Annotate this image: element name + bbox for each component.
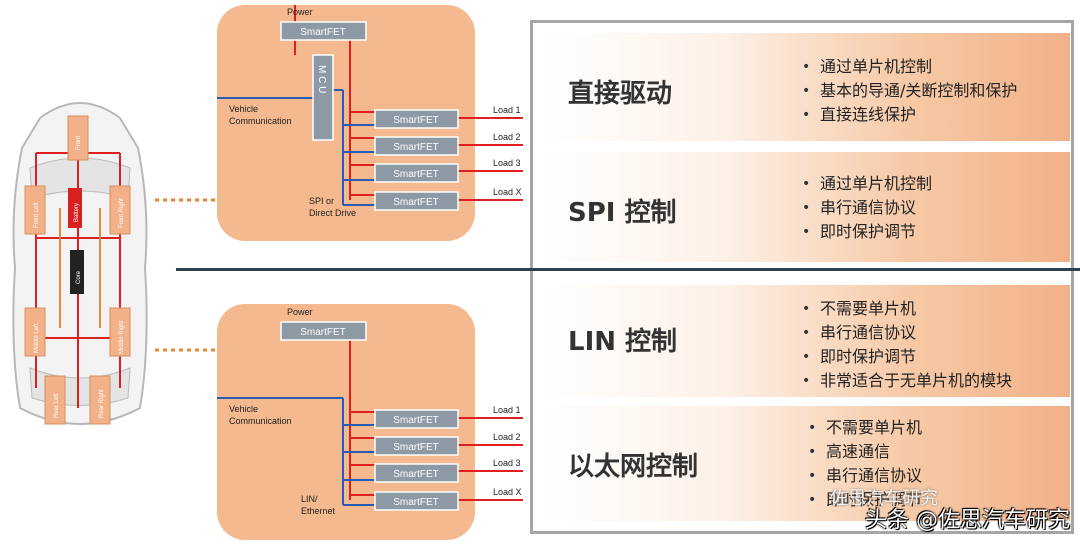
spi-label: SPI or [309,196,334,206]
bullet-item: 即时保护调节 [802,345,1012,369]
top-smartfet-2-label: SmartFET [393,142,439,153]
bottom-smartfet-4-label: SmartFET [393,497,439,508]
panel-title-ethernet: 以太网控制 [568,452,699,482]
bottom-vehicle-label: Vehicle [229,404,258,414]
bullet-item: 通过单片机控制 [802,172,932,196]
middle-right-label: Middle Right [119,320,125,354]
top-smartfet-4 [374,191,459,211]
bottom-communication-label: Communication [229,416,292,426]
panel-bullets-direct-drive: 通过单片机控制 基本的导通/关断控制和保护 直接连线保护 [802,55,1017,127]
top-vehicle-label: Vehicle [229,104,258,114]
bullet-item: 非常适合于无单片机的模块 [802,369,1012,393]
top-load-2: Load 2 [493,132,521,142]
bottom-load-1: Load 1 [493,405,521,415]
front-left-module [24,185,46,235]
bottom-smartfet-1 [374,409,459,429]
front-right-label: Front Right [119,198,125,228]
bottom-smartfet-3 [374,463,459,483]
lin-label: LIN/ [301,494,318,504]
front-module [67,115,89,161]
bottom-circuit-diagram: Power SmartFET Vehicle Communication LIN… [217,304,523,540]
top-smartfet-1-label: SmartFET [393,115,439,126]
middle-left-label: Middle Left [34,323,40,353]
bottom-load-2: Load 2 [493,432,521,442]
bullet-item: 高速通信 [808,440,922,464]
panel-bullets-spi: 通过单片机控制 串行通信协议 即时保护调节 [802,172,932,244]
dotted-connectors [155,198,217,352]
core-label: Core [76,270,82,284]
watermark-secondary: 佐思汽车研究 [830,488,938,509]
bottom-load-x: Load X [493,487,522,497]
car-diagram: Front Front Left Front Right Battery Cor… [12,102,148,425]
bottom-smartfet-1-label: SmartFET [393,415,439,426]
rear-left-label: Rear Left [54,393,60,418]
bottom-power-smartfet [280,321,367,341]
panel-title-lin: LIN 控制 [568,327,678,357]
rear-right-module [89,375,111,425]
bullet-item: 即时保护调节 [808,488,922,512]
direct-drive-label: Direct Drive [309,208,356,218]
panel-lin-control: LIN 控制 不需要单片机 串行通信协议 即时保护调节 非常适合于无单片机的模块 [540,285,1070,397]
ethernet-label: Ethernet [301,506,336,516]
rear-right-label: Rear Right [99,389,105,418]
top-smartfet-3-label: SmartFET [393,169,439,180]
panel-title-direct-drive: 直接驱动 [568,79,673,109]
bottom-power-smartfet-label: SmartFET [300,327,346,338]
panel-bullets-ethernet: 不需要单片机 高速通信 串行通信协议 即时保护调节 [808,416,922,512]
panel-direct-drive: 直接驱动 通过单片机控制 基本的导通/关断控制和保护 直接连线保护 [540,33,1070,141]
middle-left-module [24,307,46,357]
bullet-item: 串行通信协议 [802,321,1012,345]
top-smartfet-4-label: SmartFET [393,197,439,208]
front-label: Front [76,136,82,150]
panel-title-spi: SPI 控制 [568,198,677,228]
panel-spi-control: SPI 控制 通过单片机控制 串行通信协议 即时保护调节 [540,152,1070,262]
bullet-item: 不需要单片机 [802,297,1012,321]
middle-right-module [109,307,131,357]
bottom-smartfet-4 [374,491,459,511]
top-load-1: Load 1 [493,105,521,115]
top-smartfet-1 [374,109,459,129]
panel-ethernet-control: 以太网控制 不需要单片机 高速通信 串行通信协议 即时保护调节 [540,406,1070,521]
top-circuit-diagram: Power SmartFET M C U Vehicle Communicati… [217,5,523,241]
core-module [70,250,84,294]
top-power-label: Power [287,7,313,17]
top-smartfet-3 [374,163,459,183]
panel-bullets-lin: 不需要单片机 串行通信协议 即时保护调节 非常适合于无单片机的模块 [802,297,1012,393]
top-power-smartfet-label: SmartFET [300,27,346,38]
bottom-smartfet-3-label: SmartFET [393,469,439,480]
bullet-item: 直接连线保护 [802,103,1017,127]
watermark-main: 头条 @佐思汽车研究 [865,508,1070,533]
mcu-label: M C U [316,65,327,93]
top-power-smartfet [280,21,367,41]
front-right-module [109,185,131,235]
battery-module [68,188,82,228]
rear-left-module [44,375,66,425]
windshield [29,157,131,199]
bullet-item: 串行通信协议 [808,464,922,488]
bullet-item: 基本的导通/关断控制和保护 [802,79,1017,103]
top-smartfet-2 [374,136,459,156]
bottom-smartfet-2 [374,436,459,456]
bullet-item: 不需要单片机 [808,416,922,440]
section-divider [176,268,1080,271]
front-left-label: Front Left [34,202,40,228]
bottom-load-3: Load 3 [493,458,521,468]
bullet-item: 通过单片机控制 [802,55,1017,79]
bottom-power-label: Power [287,307,313,317]
bullet-item: 即时保护调节 [802,220,932,244]
battery-label: Battery [74,203,80,222]
top-communication-label: Communication [229,116,292,126]
bottom-smartfet-2-label: SmartFET [393,442,439,453]
top-load-3: Load 3 [493,158,521,168]
mcu-block [312,54,334,141]
bullet-item: 串行通信协议 [802,196,932,220]
top-load-x: Load X [493,187,522,197]
